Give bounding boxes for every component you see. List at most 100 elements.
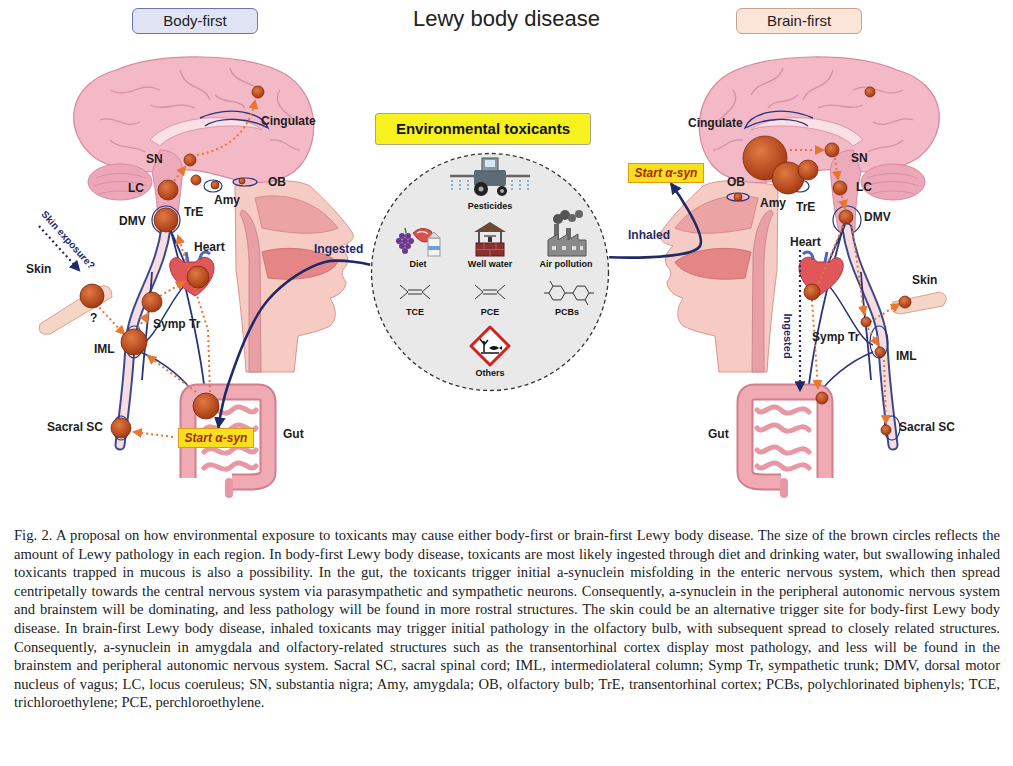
toxicant-icons — [396, 158, 594, 365]
spread-arrows-part — [197, 101, 255, 155]
region-label: LC — [128, 182, 144, 196]
region-label: TrE — [796, 201, 815, 215]
spread-arrows-part — [868, 328, 878, 345]
region-label: Cingulate — [688, 117, 743, 131]
lewy-pathology-part — [211, 181, 219, 189]
lewy-pathology-part — [154, 208, 178, 232]
lewy-pathology-part — [142, 292, 162, 312]
spread-arrows-part — [160, 282, 184, 296]
toxicant-circle: PesticidesDiet Well water Air pollutionTCE… — [370, 152, 610, 392]
region-label: Cingulate — [261, 115, 316, 129]
lewy-pathology-part — [798, 160, 818, 180]
toxicant-label: Diet — [409, 259, 426, 270]
lewy-pathology-part — [80, 284, 104, 308]
region-label: DMV — [119, 215, 146, 229]
spread-arrows-part — [178, 236, 210, 392]
region-label: Gut — [283, 428, 304, 442]
lewy-pathology-part — [184, 154, 196, 166]
exposure-arrow — [609, 183, 701, 257]
spread-arrows-part — [884, 360, 886, 423]
region-label: OB — [268, 176, 286, 190]
region-label: Heart — [790, 236, 821, 250]
toxicant-label: TCE — [406, 307, 424, 318]
skin-right — [891, 292, 946, 314]
region-label: Amy — [760, 197, 786, 211]
spread-arrows-part — [852, 226, 864, 314]
lewy-pathology-part — [111, 418, 131, 438]
lewy-pathology-part — [734, 193, 742, 201]
spread-arrows-part — [812, 226, 843, 388]
region-label: DMV — [864, 211, 891, 225]
spread-arrows-part — [138, 314, 148, 328]
region-label: Amy — [214, 194, 240, 208]
region-label: ? — [90, 312, 97, 326]
spread-arrows-part — [835, 158, 838, 179]
panel-tag: Body-first — [132, 8, 257, 34]
region-label: IML — [896, 350, 917, 364]
lewy-pathology-part — [187, 266, 209, 288]
box-text: Body-first — [163, 12, 226, 30]
region-label: SN — [146, 153, 163, 167]
spread-arrows-part — [842, 196, 845, 208]
lewy-pathology-part — [861, 317, 871, 327]
region-label: LC — [856, 181, 872, 195]
lewy-pathology-part — [865, 87, 875, 97]
lewy-pathology-part — [158, 180, 178, 200]
region-label: Sacral SC — [899, 421, 955, 435]
box-text: Brain-first — [767, 12, 831, 30]
region-label: Symp Tr — [153, 318, 200, 332]
spread-arrows-part — [790, 149, 823, 151]
lewy-pathology-part — [839, 210, 853, 224]
lewy-pathology-part — [875, 347, 885, 357]
illustration-part — [660, 57, 940, 494]
toxicant-label: PCE — [481, 307, 500, 318]
spread-arrows-part — [148, 356, 196, 392]
dashed-circle — [370, 152, 610, 392]
toxicant-label: Well water — [468, 259, 512, 270]
lewy-pathology — [80, 86, 911, 438]
start-box: Start α-syn — [178, 428, 255, 448]
panel-tag: Brain-first — [736, 8, 862, 34]
toxicant-box: Environmental toxicants — [375, 113, 591, 145]
arrow-label: Inhaled — [628, 229, 670, 243]
spread-arrows — [96, 101, 899, 437]
lewy-pathology-part — [833, 181, 847, 195]
toxicant-label: Pesticides — [468, 201, 513, 212]
spread-arrows-part — [870, 304, 899, 322]
box-text: Start α-syn — [635, 166, 698, 180]
lewy-pathology-part — [193, 393, 219, 419]
spread-arrows-part — [174, 167, 185, 181]
region-label: Symp Tr — [812, 331, 859, 345]
toxicant-label: Air pollution — [540, 259, 593, 270]
olfactory-bulb — [727, 193, 749, 201]
arrow-label: Ingested — [314, 243, 363, 257]
box-text: Start α-syn — [185, 431, 248, 445]
toxicant-label: PCBs — [555, 307, 579, 318]
olfactory-bulb — [233, 178, 257, 186]
region-label: SN — [851, 152, 868, 166]
region-label: Gut — [708, 428, 729, 442]
region-label: TrE — [184, 206, 203, 220]
lewy-pathology-part — [252, 86, 264, 98]
ingested-arrow — [799, 250, 801, 390]
illustration-part — [74, 57, 354, 494]
lewy-pathology-part — [881, 425, 891, 435]
region-label: IML — [94, 343, 115, 357]
lewy-pathology-part — [121, 329, 147, 355]
region-label: Skin — [912, 274, 937, 288]
toxicant-label: Others — [475, 368, 504, 379]
spread-arrows-part — [134, 432, 173, 437]
figure-caption: Fig. 2. A proposal on how environmental … — [14, 526, 1000, 712]
region-label: Sacral SC — [47, 421, 103, 435]
lewy-pathology-part — [804, 284, 820, 300]
lewy-pathology-part — [825, 143, 839, 157]
region-label: Heart — [194, 241, 225, 255]
start-box: Start α-syn — [628, 163, 705, 183]
lewy-pathology-part — [816, 392, 828, 404]
box-text: Environmental toxicants — [396, 120, 570, 138]
lewy-pathology-part — [239, 178, 245, 184]
region-label: OB — [727, 176, 745, 190]
circle-outline — [372, 154, 609, 391]
region-label: Ingested — [782, 313, 795, 358]
spread-arrows-part — [96, 304, 124, 334]
